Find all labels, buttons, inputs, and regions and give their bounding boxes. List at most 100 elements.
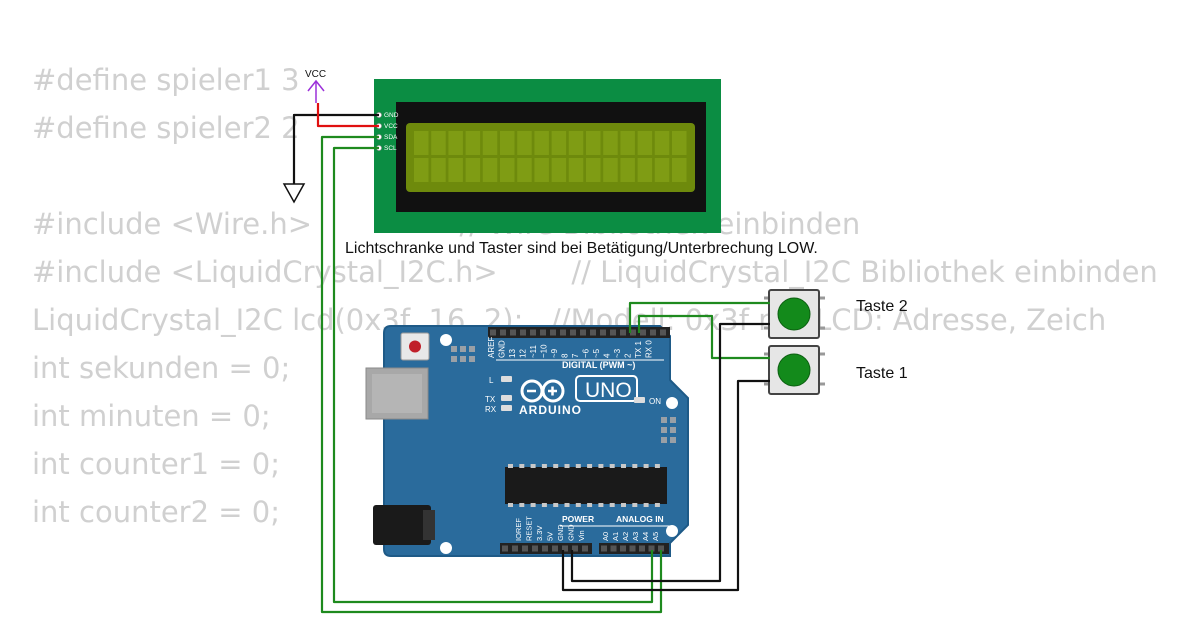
lcd-cell (551, 131, 567, 155)
led-on (634, 397, 645, 403)
led-rx (501, 405, 512, 411)
code-line: #define spieler2 2 (32, 111, 300, 145)
lcd-cell (637, 131, 653, 155)
lcd-cell (637, 158, 653, 182)
lcd-cell (672, 131, 687, 155)
digital-pin-label: 2 (624, 353, 633, 358)
wire-taste2-gnd (570, 322, 770, 583)
lcd-cell (654, 131, 670, 155)
digital-pin-label: 12 (519, 349, 528, 358)
lcd-cell (414, 158, 429, 182)
digital-pin-label: ~9 (550, 348, 559, 358)
lcd-cell (431, 158, 446, 182)
wire-taste2-pin (628, 301, 770, 333)
power-pin-label: IOREF (514, 518, 523, 541)
digital-pin-label: 4 (603, 353, 612, 358)
power-pin-label: GND (567, 524, 576, 541)
lcd-cell (620, 158, 635, 182)
led-tx (501, 395, 512, 401)
code-line: #define spieler1 3 (32, 63, 300, 97)
digital-pin-label: ~10 (540, 344, 549, 358)
wire-vcc (316, 103, 379, 128)
mounting-hole (666, 525, 678, 537)
uno-badge (575, 375, 638, 402)
analog-pin-label: A4 (641, 532, 650, 541)
mounting-hole (666, 397, 678, 409)
lcd-cell (534, 158, 549, 182)
code-line: int counter2 = 0; (32, 495, 281, 529)
digital-header-label: DIGITAL (PWM ~) (562, 360, 635, 370)
wire-scl (332, 146, 654, 604)
analog-pin-label: A3 (631, 532, 640, 541)
led-l-label: L (489, 376, 494, 385)
digital-pin-label: RX 0 (645, 340, 654, 358)
analog-header-label: ANALOG IN (616, 514, 664, 524)
digital-pin-label: GND (498, 340, 507, 358)
lcd-cell (534, 131, 549, 155)
power-pin-label: Vin (577, 530, 586, 541)
wire-taste1-gnd (561, 379, 770, 592)
lcd-cell (517, 158, 532, 182)
arduino-brand: ARDUINO (519, 403, 582, 417)
code-line: int counter1 = 0; (32, 447, 281, 481)
analog-pin-label: A2 (621, 532, 630, 541)
wire-gnd (292, 113, 379, 184)
reset-button-cap (409, 340, 421, 353)
lcd-pin-label: GND (384, 112, 399, 119)
button-taste1[interactable] (764, 345, 825, 395)
led-l (501, 376, 512, 382)
taste2-label: Taste 2 (856, 298, 908, 315)
power-jack-side (423, 510, 435, 540)
button-taste2[interactable] (764, 289, 825, 339)
vcc-symbol: VCC (305, 69, 326, 103)
power-pin-label: RESET (525, 516, 534, 541)
lcd-cell (448, 131, 463, 155)
mounting-hole (440, 542, 452, 554)
uno-label: UNO (585, 379, 632, 402)
digital-pin-label: ~5 (592, 348, 601, 358)
lcd-cell (568, 158, 584, 182)
led-rx-label: RX (485, 405, 497, 414)
icsp-header-right (661, 417, 676, 443)
button-cap (777, 353, 811, 387)
lcd-character-cells (414, 131, 687, 182)
lcd-pin-label: VCC (384, 123, 398, 130)
usb-connector-inner (372, 374, 422, 413)
power-pin-label: 3.3V (535, 526, 544, 541)
lcd-cell (465, 131, 481, 155)
lcd-cell (465, 158, 481, 182)
analog-pin-label: A1 (611, 532, 620, 541)
led-on-label: ON (649, 397, 661, 406)
button-cap (777, 297, 811, 331)
code-line: int minuten = 0; (32, 399, 271, 433)
digital-header[interactable] (488, 327, 670, 338)
lcd-cell (448, 158, 463, 182)
lcd-pin-label: SCL (384, 145, 397, 152)
power-pin-label: 5V (546, 532, 555, 541)
lcd-cell (500, 158, 515, 182)
digital-pin-label: TX 1 (634, 341, 643, 358)
digital-pin-label: AREF (487, 337, 496, 358)
atmega-chip (505, 464, 667, 507)
bottom-pin-holes (502, 545, 664, 552)
mounting-hole (440, 334, 452, 346)
arduino-logo (520, 379, 565, 403)
lcd-cell (586, 158, 601, 182)
lcd-cell (500, 131, 515, 155)
lcd-cell (603, 158, 618, 182)
digital-pin-label: 8 (561, 353, 570, 358)
analog-pin-label: A0 (601, 532, 610, 541)
lcd-cell (672, 158, 687, 182)
power-pin-label: GND (556, 524, 565, 541)
lcd-cell (551, 158, 567, 182)
digital-pin-label: ~11 (529, 344, 538, 358)
power-jack (373, 505, 431, 545)
vcc-label: VCC (305, 69, 326, 80)
lcd-cell (482, 158, 498, 182)
digital-pin-label: ~3 (613, 348, 622, 358)
